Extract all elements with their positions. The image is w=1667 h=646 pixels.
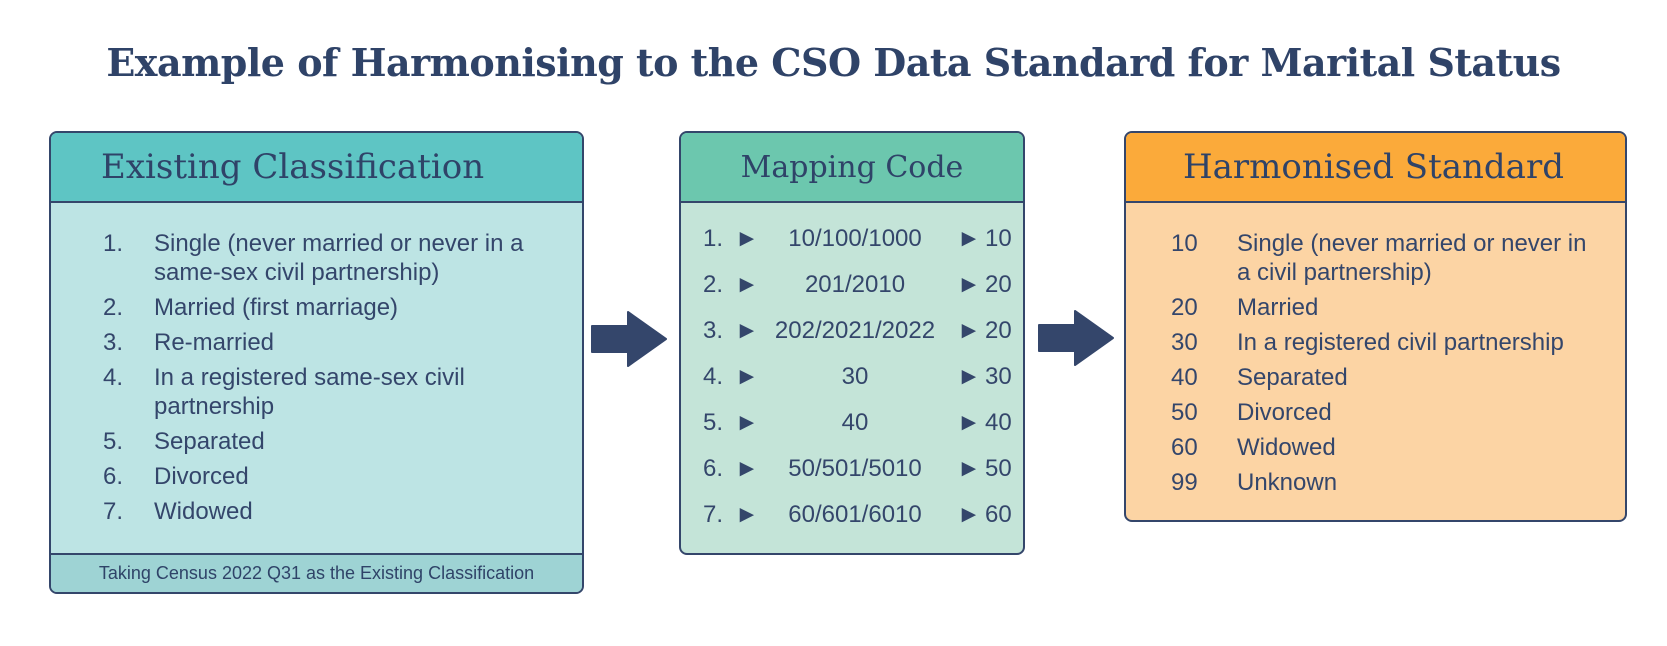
item-code: 50 <box>1171 399 1198 426</box>
list-item: 50 Divorced <box>1171 398 1605 427</box>
item-text: In a registered same-sex civil partnersh… <box>154 364 465 420</box>
row-number: 7. <box>703 501 724 528</box>
source-codes: 60/601/6010 <box>788 501 922 528</box>
source-codes: 40 <box>841 409 869 436</box>
list-item: 60 Widowed <box>1171 433 1605 462</box>
list-item: 5. Separated <box>103 427 562 456</box>
list-item: 2. Married (first marriage) <box>103 293 562 322</box>
play-arrow-icon: ► <box>735 317 759 344</box>
harmonised-standard-panel: Harmonised Standard 10 Single (never mar… <box>1124 131 1627 522</box>
item-code: 99 <box>1171 469 1198 496</box>
target-code: 20 <box>985 271 1012 298</box>
play-arrow-icon: ► <box>735 271 759 298</box>
mapping-row: 6. ► 50/501/5010 ► 50 <box>681 455 1023 501</box>
item-code: 10 <box>1171 230 1198 257</box>
list-item: 30 In a registered civil partnership <box>1171 328 1605 357</box>
list-item: 4. In a registered same-sex civil partne… <box>103 363 562 421</box>
play-arrow-icon: ► <box>957 271 981 298</box>
item-text: Single (never married or never in a civi… <box>1237 230 1587 286</box>
existing-classification-list: 1. Single (never married or never in a s… <box>103 229 562 532</box>
existing-classification-header: Existing Classification <box>51 133 582 203</box>
row-number: 2. <box>703 271 724 298</box>
mapping-row: 1. ► 10/100/1000 ► 10 <box>681 225 1023 271</box>
item-text: Divorced <box>1237 399 1332 426</box>
play-arrow-icon: ► <box>735 455 759 482</box>
item-text: Separated <box>1237 364 1348 391</box>
source-codes: 10/100/1000 <box>788 225 922 252</box>
target-code: 40 <box>985 409 1012 436</box>
mapping-code-panel: Mapping Code 1. ► 10/100/1000 ► 10 2. ► … <box>679 131 1025 555</box>
play-arrow-icon: ► <box>957 455 981 482</box>
play-arrow-icon: ► <box>735 363 759 390</box>
target-code: 10 <box>985 225 1012 252</box>
row-number: 3. <box>703 317 724 344</box>
target-code: 20 <box>985 317 1012 344</box>
play-arrow-icon: ► <box>735 225 759 252</box>
item-number: 3. <box>103 329 124 356</box>
item-number: 1. <box>103 230 124 257</box>
item-code: 40 <box>1171 364 1198 391</box>
play-arrow-icon: ► <box>957 317 981 344</box>
play-arrow-icon: ► <box>957 409 981 436</box>
play-arrow-icon: ► <box>957 501 981 528</box>
list-item: 99 Unknown <box>1171 468 1605 497</box>
item-code: 20 <box>1171 294 1198 321</box>
row-number: 5. <box>703 409 724 436</box>
item-text: Separated <box>154 428 265 455</box>
existing-classification-footer: Taking Census 2022 Q31 as the Existing C… <box>51 553 582 592</box>
list-item: 40 Separated <box>1171 363 1605 392</box>
row-number: 6. <box>703 455 724 482</box>
harmonised-standard-list: 10 Single (never married or never in a c… <box>1171 229 1605 503</box>
item-number: 4. <box>103 364 124 391</box>
target-code: 30 <box>985 363 1012 390</box>
mapping-code-rows: 1. ► 10/100/1000 ► 10 2. ► 201/2010 ► 20… <box>681 225 1023 547</box>
source-codes: 50/501/5010 <box>788 455 922 482</box>
play-arrow-icon: ► <box>957 225 981 252</box>
item-code: 30 <box>1171 329 1198 356</box>
item-text: Single (never married or never in a same… <box>154 230 524 286</box>
item-number: 6. <box>103 463 124 490</box>
mapping-row: 7. ► 60/601/6010 ► 60 <box>681 501 1023 547</box>
list-item: 6. Divorced <box>103 462 562 491</box>
list-item: 3. Re-married <box>103 328 562 357</box>
item-text: Re-married <box>154 329 275 356</box>
item-number: 5. <box>103 428 124 455</box>
item-code: 60 <box>1171 434 1198 461</box>
list-item: 7. Widowed <box>103 497 562 526</box>
source-codes: 201/2010 <box>804 271 906 298</box>
item-text: Widowed <box>1237 434 1336 461</box>
mapping-row: 5. ► 40 ► 40 <box>681 409 1023 455</box>
item-text: Divorced <box>154 463 249 490</box>
play-arrow-icon: ► <box>735 501 759 528</box>
play-arrow-icon: ► <box>957 363 981 390</box>
existing-classification-panel: Existing Classification 1. Single (never… <box>49 131 584 594</box>
list-item: 1. Single (never married or never in a s… <box>103 229 562 287</box>
mapping-row: 3. ► 202/2021/2022 ► 20 <box>681 317 1023 363</box>
row-number: 1. <box>703 225 724 252</box>
mapping-row: 2. ► 201/2010 ► 20 <box>681 271 1023 317</box>
item-number: 7. <box>103 498 124 525</box>
row-number: 4. <box>703 363 724 390</box>
source-codes: 30 <box>841 363 869 390</box>
right-arrow-icon <box>591 311 667 367</box>
item-text: Widowed <box>154 498 253 525</box>
item-text: Married (first marriage) <box>154 294 399 321</box>
play-arrow-icon: ► <box>735 409 759 436</box>
list-item: 20 Married <box>1171 293 1605 322</box>
list-item: 10 Single (never married or never in a c… <box>1171 229 1605 287</box>
item-number: 2. <box>103 294 124 321</box>
mapping-code-header: Mapping Code <box>681 133 1023 203</box>
item-text: In a registered civil partnership <box>1237 329 1564 356</box>
page-title: Example of Harmonising to the CSO Data S… <box>106 40 1561 85</box>
source-codes: 202/2021/2022 <box>774 317 936 344</box>
target-code: 60 <box>985 501 1012 528</box>
target-code: 50 <box>985 455 1012 482</box>
item-text: Married <box>1237 294 1319 321</box>
harmonised-standard-header: Harmonised Standard <box>1126 133 1625 203</box>
item-text: Unknown <box>1237 469 1338 496</box>
right-arrow-icon <box>1038 310 1114 366</box>
mapping-row: 4. ► 30 ► 30 <box>681 363 1023 409</box>
